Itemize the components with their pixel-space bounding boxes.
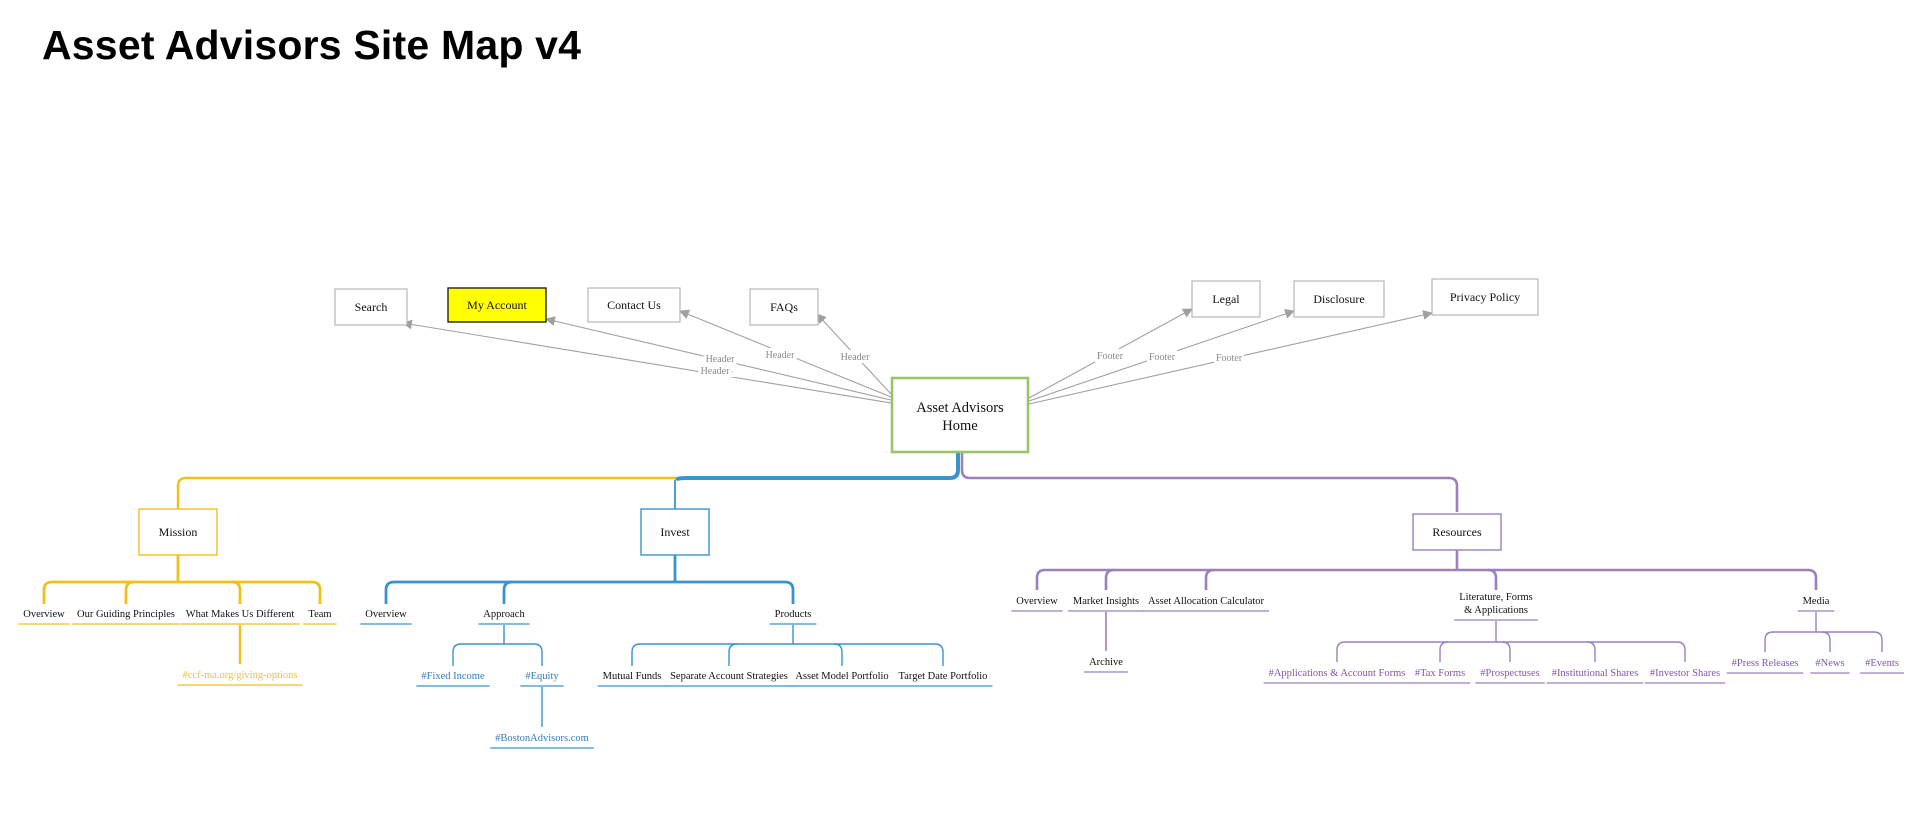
nav-faqs-label: FAQs [770, 300, 798, 314]
resources-asset-allocation-calculator[interactable]: Asset Allocation Calculator [1148, 596, 1265, 607]
home-label: Home [942, 418, 977, 434]
connector [1035, 568, 1046, 590]
nav-legal-box[interactable] [1191, 280, 1261, 318]
connector [452, 643, 462, 666]
connector [1487, 568, 1498, 590]
nav-faqs-box[interactable] [749, 288, 819, 326]
mission-what-makes-us-different[interactable]: What Makes Us Different [186, 609, 295, 620]
nav-my-account-label: My Account [467, 298, 527, 312]
connector [934, 643, 944, 666]
resources-market-insights[interactable]: Market Insights [1073, 596, 1139, 607]
connector [1204, 568, 1215, 590]
section-mission-box[interactable] [138, 508, 218, 556]
edge-label-bg [703, 352, 737, 365]
mission-what-makes-us-different-ccf[interactable]: #ccf-ma.org/giving-options [183, 670, 298, 681]
connector [502, 580, 513, 604]
edge-label-header: Header [766, 350, 796, 361]
section-invest-box[interactable] [640, 508, 710, 556]
connector [384, 580, 395, 604]
invest-approach-equity-boston-advisors[interactable]: #BostonAdvisors.com [495, 733, 589, 744]
connector [533, 643, 543, 666]
resources-literature-institutional-shares[interactable]: #Institutional Shares [1552, 668, 1639, 679]
connector [1439, 641, 1449, 662]
section-resources-box[interactable] [1412, 513, 1502, 551]
connector [784, 580, 795, 604]
edge-label-bg [698, 364, 732, 377]
connector [1676, 641, 1686, 662]
nav-legal-label: Legal [1212, 292, 1240, 306]
connector [631, 643, 641, 666]
resources-literature-investor-shares[interactable]: #Investor Shares [1650, 668, 1720, 679]
mission-our-guiding-principles[interactable]: Our Guiding Principles [77, 609, 175, 620]
resources-literature-applications-account-forms[interactable]: #Applications & Account Forms [1269, 668, 1406, 679]
trunk-blue [674, 452, 960, 482]
edge-label-header: Header [701, 366, 731, 377]
page-title: Asset Advisors Site Map v4 [42, 22, 582, 68]
mission-overview[interactable]: Overview [23, 609, 65, 620]
resources-literature-tax-forms[interactable]: #Tax Forms [1415, 668, 1465, 679]
invest-products-separate-account-strategies[interactable]: Separate Account Strategies [670, 671, 788, 682]
section-mission-label: Mission [159, 525, 198, 539]
edge-label-bg [763, 348, 797, 361]
edge-label-bg [1213, 351, 1245, 364]
edge-label-footer: Footer [1216, 353, 1243, 364]
connector [42, 580, 53, 604]
connector [833, 643, 843, 666]
edge-label-header: Header [706, 354, 736, 365]
connector [1873, 631, 1883, 652]
invest-products-mutual-funds[interactable]: Mutual Funds [603, 671, 662, 682]
edge-label-footer: Footer [1149, 352, 1176, 363]
connector [1586, 641, 1596, 662]
home-label: Asset Advisors [916, 400, 1004, 416]
edge-label-bg [838, 350, 872, 363]
resources-media-press-releases[interactable]: #Press Releases [1732, 658, 1799, 669]
invest-approach-equity[interactable]: #Equity [525, 671, 559, 682]
invest-overview[interactable]: Overview [365, 609, 407, 620]
connector [1104, 568, 1115, 590]
edge-label-bg [1094, 349, 1126, 362]
connector [1821, 631, 1831, 652]
resources-literature[interactable]: & Applications [1464, 605, 1528, 616]
mission-team[interactable]: Team [308, 609, 331, 620]
nav-disclosure-box[interactable] [1293, 280, 1385, 318]
connector [231, 580, 242, 604]
connector [728, 643, 738, 666]
trunk-yellow [176, 476, 676, 512]
invest-approach-fixed-income[interactable]: #Fixed Income [421, 671, 485, 682]
invest-products-asset-model-portfolio[interactable]: Asset Model Portfolio [795, 671, 888, 682]
home-box[interactable] [890, 376, 1030, 454]
section-resources-label: Resources [1432, 525, 1482, 539]
nav-my-account-box[interactable] [447, 287, 547, 323]
edge-label-header: Header [841, 352, 871, 363]
invest-products-target-date-portfolio[interactable]: Target Date Portfolio [899, 671, 988, 682]
connector [1501, 641, 1511, 662]
resources-literature[interactable]: Literature, Forms [1459, 592, 1532, 603]
edge-label-footer: Footer [1097, 351, 1124, 362]
nav-search-box[interactable] [334, 288, 408, 326]
nav-contact-us-label: Contact Us [607, 298, 661, 312]
connector [124, 580, 135, 604]
resources-media-events[interactable]: #Events [1865, 658, 1899, 669]
invest-products[interactable]: Products [775, 609, 812, 620]
invest-approach[interactable]: Approach [483, 609, 525, 620]
resources-market-insights-archive[interactable]: Archive [1089, 657, 1123, 668]
link-arrow-search [402, 319, 892, 404]
nav-contact-us-box[interactable] [587, 287, 681, 323]
nav-search-label: Search [355, 300, 388, 314]
resources-literature-prospectuses[interactable]: #Prospectuses [1480, 668, 1540, 679]
nav-privacy-policy-box[interactable] [1431, 278, 1539, 316]
edge-label-bg [1146, 350, 1178, 363]
section-invest-label: Invest [660, 525, 690, 539]
connector [1336, 641, 1346, 662]
nav-privacy-policy-label: Privacy Policy [1450, 290, 1520, 304]
trunk-purple [960, 452, 1459, 512]
connector [311, 580, 322, 604]
nav-disclosure-label: Disclosure [1313, 292, 1364, 306]
connector [1807, 568, 1818, 590]
resources-media-news[interactable]: #News [1815, 658, 1844, 669]
resources-overview[interactable]: Overview [1016, 596, 1058, 607]
connector [1764, 631, 1774, 652]
resources-media[interactable]: Media [1803, 596, 1830, 607]
